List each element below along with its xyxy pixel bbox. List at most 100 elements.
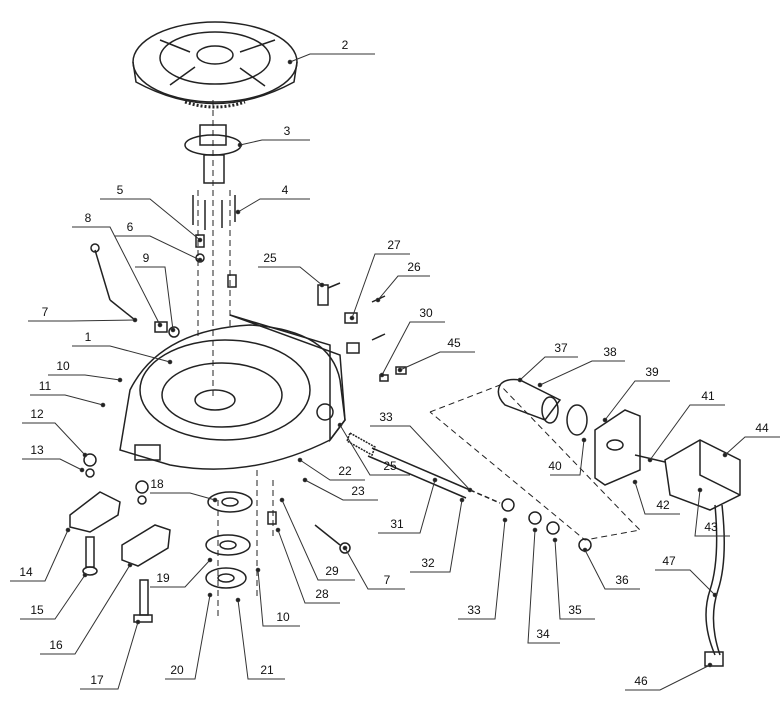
leader-line [239, 139, 310, 146]
leader-arrow-icon [207, 592, 213, 598]
leader-line [28, 319, 136, 322]
rotary-table-base [119, 314, 346, 470]
leader-arrow-icon [127, 562, 133, 568]
leader-line [458, 519, 506, 620]
leader-line [165, 594, 211, 680]
leader-line [20, 574, 86, 620]
worm-shaft [346, 431, 592, 552]
leader-line [257, 569, 300, 627]
part-callout-label: 27 [387, 238, 401, 252]
leader-arrow-icon [582, 547, 588, 553]
part-callout-label: 34 [536, 627, 550, 641]
leader-line [625, 664, 711, 691]
part-callout-label: 5 [116, 183, 124, 197]
leader-line [339, 424, 410, 476]
leader-arrow-icon [502, 517, 508, 523]
part-callout-label: 25 [383, 459, 397, 473]
motor-assembly [497, 378, 741, 667]
part-callout-label: 14 [19, 565, 33, 579]
leader-line [22, 458, 83, 471]
part-callout-label: 11 [38, 379, 52, 393]
leader-arrow-icon [647, 457, 653, 463]
leader-line [72, 345, 171, 363]
leader-arrow-icon [255, 567, 261, 573]
part-callout-label: 23 [351, 484, 365, 498]
leader-line [344, 547, 405, 590]
part-callout-label: 42 [656, 498, 670, 512]
leader-arrow-icon [235, 597, 241, 603]
leader-arrow-icon [707, 662, 713, 668]
leader-arrow-icon [275, 527, 281, 533]
leader-arrow-icon [319, 282, 325, 288]
part-callout-label: 45 [447, 336, 461, 350]
leader-arrow-icon [467, 487, 473, 493]
leader-arrow-icon [349, 315, 355, 321]
bolts [192, 195, 237, 288]
part-callout-label: 20 [170, 663, 184, 677]
leader-arrow-icon [117, 377, 123, 383]
leader-arrow-icon [375, 297, 381, 303]
leader-line [48, 374, 121, 381]
leader-arrow-icon [235, 209, 241, 215]
part-callout-label: 2 [341, 38, 349, 52]
leader-line [299, 459, 365, 481]
leader-arrow-icon [207, 557, 213, 563]
leader-line [277, 529, 340, 604]
leader-arrow-icon [379, 372, 385, 378]
part-callout-label: 22 [338, 464, 352, 478]
leader-line [378, 479, 436, 534]
leader-line [135, 266, 174, 331]
part-callout-label: 44 [755, 421, 769, 435]
leader-arrow-icon [712, 592, 718, 598]
leader-arrow-icon [581, 437, 587, 443]
part-callout-label: 38 [603, 345, 617, 359]
leader-line [237, 198, 310, 213]
leader-arrow-icon [722, 452, 728, 458]
rotary-table-top [132, 21, 298, 109]
leader-arrow-icon [697, 487, 703, 493]
part-callout-label: 31 [390, 517, 404, 531]
part-callout-label: 21 [260, 663, 274, 677]
leader-line [724, 436, 780, 456]
leader-arrow-icon [82, 452, 88, 458]
part-callout-label: 1 [84, 330, 92, 344]
leader-line [649, 404, 725, 461]
part-callout-label: 7 [383, 573, 391, 587]
leader-arrow-icon [537, 382, 543, 388]
leader-line [258, 266, 323, 286]
leader-arrow-icon [197, 257, 203, 263]
leader-line [80, 621, 139, 690]
leader-line [10, 529, 69, 582]
leader-arrow-icon [517, 377, 523, 383]
part-callout-label: 16 [49, 638, 63, 652]
part-callout-label: 32 [421, 556, 435, 570]
part-callout-label: 13 [30, 443, 44, 457]
part-callout-label: 3 [283, 124, 291, 138]
leader-arrow-icon [552, 537, 558, 543]
part-callout-label: 9 [142, 251, 150, 265]
part-callout-label: 10 [276, 610, 290, 624]
leader-arrow-icon [167, 359, 173, 365]
leader-arrow-icon [459, 497, 465, 503]
leader-line [527, 529, 560, 644]
leader-arrow-icon [302, 477, 308, 483]
leader-line [694, 489, 730, 537]
leader-arrow-icon [82, 572, 88, 578]
part-callout-label: 29 [325, 564, 339, 578]
leader-line [281, 499, 355, 581]
part-callout-label: 37 [554, 341, 568, 355]
leader-arrow-icon [279, 497, 285, 503]
part-callout-label: 7 [41, 305, 49, 319]
leader-arrow-icon [342, 545, 348, 551]
leader-line [554, 539, 595, 620]
leader-line [399, 351, 475, 371]
leader-arrow-icon [237, 142, 243, 148]
leader-arrow-icon [532, 527, 538, 533]
part-callout-label: 8 [84, 211, 92, 225]
leader-arrow-icon [297, 457, 303, 463]
leader-line [150, 492, 216, 501]
part-callout-label: 41 [701, 389, 715, 403]
part-callout-label: 26 [407, 260, 421, 274]
part-callout-label: 43 [704, 520, 718, 534]
leader-line [377, 275, 430, 301]
